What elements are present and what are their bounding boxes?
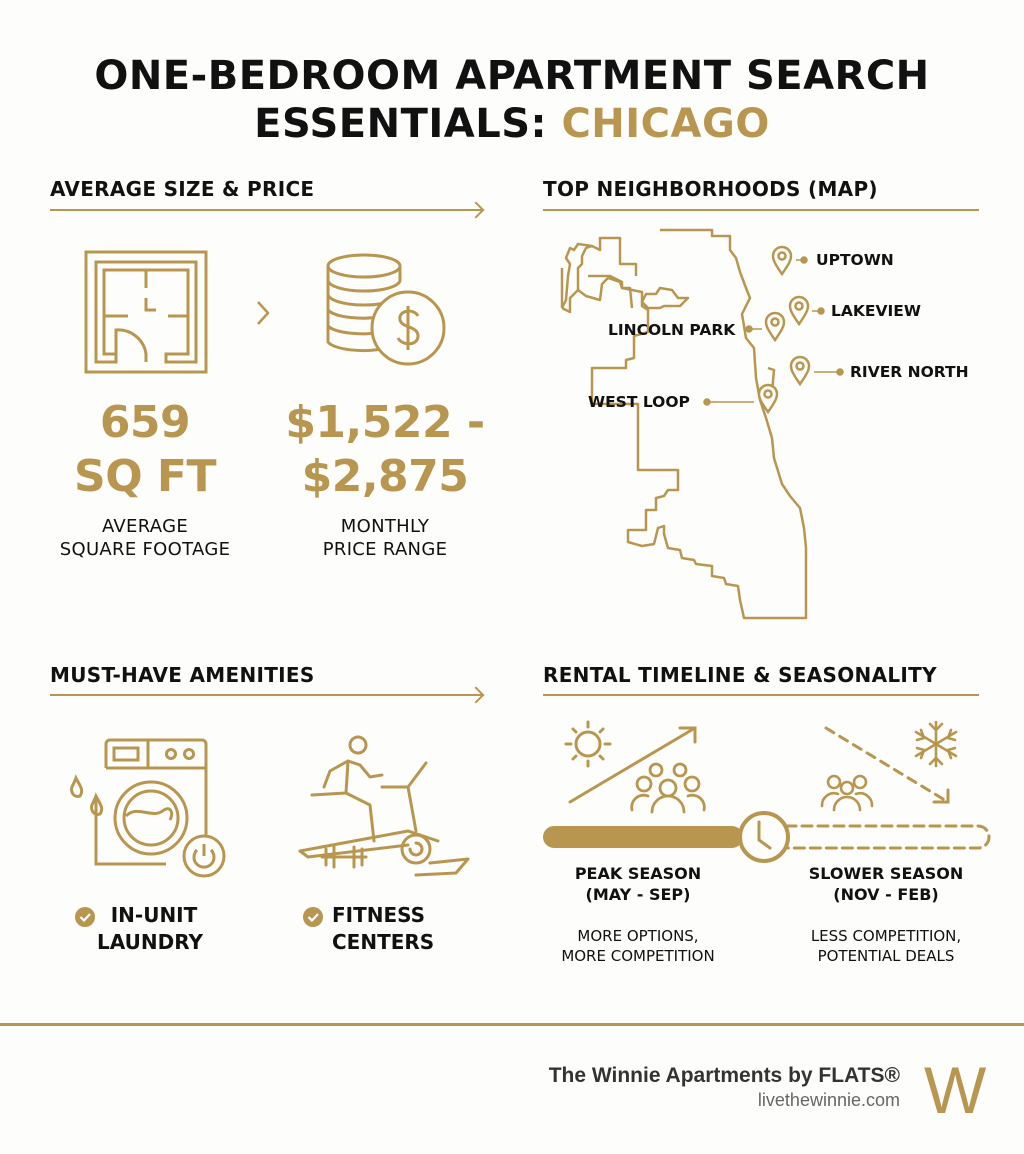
slower-season-desc: LESS COMPETITION, POTENTIAL DEALS xyxy=(810,927,962,965)
map-pin-icon-uptown xyxy=(771,245,793,277)
chicago-outline-map xyxy=(560,228,808,620)
map-label-west-loop: WEST LOOP xyxy=(588,393,690,411)
section-heading-amenities: MUST-HAVE AMENITIES xyxy=(50,663,315,687)
washing-machine-icon xyxy=(70,738,226,878)
map-label-river-north: RIVER NORTH xyxy=(850,363,969,381)
section-heading-size-price: AVERAGE SIZE & PRICE xyxy=(50,177,315,201)
section-divider xyxy=(543,694,979,696)
price-range-value: $1,522 - $2,875 xyxy=(285,397,485,502)
title-line-2: ESSENTIALS: CHICAGO xyxy=(254,101,770,147)
page-title: ONE-BEDROOM APARTMENT SEARCH ESSENTIALS:… xyxy=(0,52,1024,148)
amenity-label-laundry: IN-UNIT LAUNDRY xyxy=(97,903,203,954)
city-name: CHICAGO xyxy=(561,101,770,147)
title-line-1: ONE-BEDROOM APARTMENT SEARCH xyxy=(94,53,930,99)
crowd-icon-large xyxy=(630,762,706,814)
price-range-caption: MONTHLY PRICE RANGE xyxy=(322,516,448,560)
section-heading-timeline: RENTAL TIMELINE & SEASONALITY xyxy=(543,663,937,687)
map-pin-icon-lakeview xyxy=(788,295,810,327)
arrow-right-icon xyxy=(467,686,485,704)
coins-dollar-icon xyxy=(326,253,446,366)
peak-season-desc: MORE OPTIONS, MORE COMPETITION xyxy=(561,927,715,965)
snowflake-icon xyxy=(914,720,958,768)
check-circle-icon xyxy=(75,907,95,927)
section-divider xyxy=(543,209,979,211)
seasonality-illustration xyxy=(543,720,991,863)
avg-size-caption: AVERAGE SQUARE FOOTAGE xyxy=(59,516,231,560)
treadmill-runner-icon xyxy=(298,735,470,877)
clock-icon xyxy=(738,811,790,863)
website-link[interactable]: livethewinnie.com xyxy=(757,1090,900,1110)
amenity-label-fitness: FITNESS CENTERS xyxy=(332,903,435,954)
arrow-right-icon xyxy=(467,201,485,219)
map-label-lakeview: LAKEVIEW xyxy=(831,302,921,320)
map-pin-icon-lincoln-park xyxy=(764,311,786,343)
section-heading-neighborhoods: TOP NEIGHBORHOODS (MAP) xyxy=(543,177,878,201)
avg-size-value: 659 SQ FT xyxy=(74,397,216,502)
map-pin-icon-west-loop xyxy=(757,383,779,415)
floor-plan-icon xyxy=(84,250,208,374)
crowd-icon-small xyxy=(820,774,874,812)
section-divider-arrow xyxy=(50,694,482,696)
peak-season-title: PEAK SEASON (MAY - SEP) xyxy=(574,864,702,904)
section-divider-arrow xyxy=(50,209,482,211)
check-circle-icon xyxy=(303,907,323,927)
slower-season-title: SLOWER SEASON (NOV - FEB) xyxy=(808,864,964,904)
map-leader-lines xyxy=(703,256,844,406)
brand-name: The Winnie Apartments by FLATS® xyxy=(548,1064,900,1087)
map-label-lincoln-park: LINCOLN PARK xyxy=(608,321,736,339)
chevron-right-icon xyxy=(257,301,270,325)
winnie-logo: W xyxy=(924,1053,987,1127)
sun-icon xyxy=(564,720,612,768)
map-label-uptown: UPTOWN xyxy=(816,251,894,269)
footer-divider xyxy=(0,1023,1024,1026)
map-pin-icon-river-north xyxy=(789,355,811,387)
